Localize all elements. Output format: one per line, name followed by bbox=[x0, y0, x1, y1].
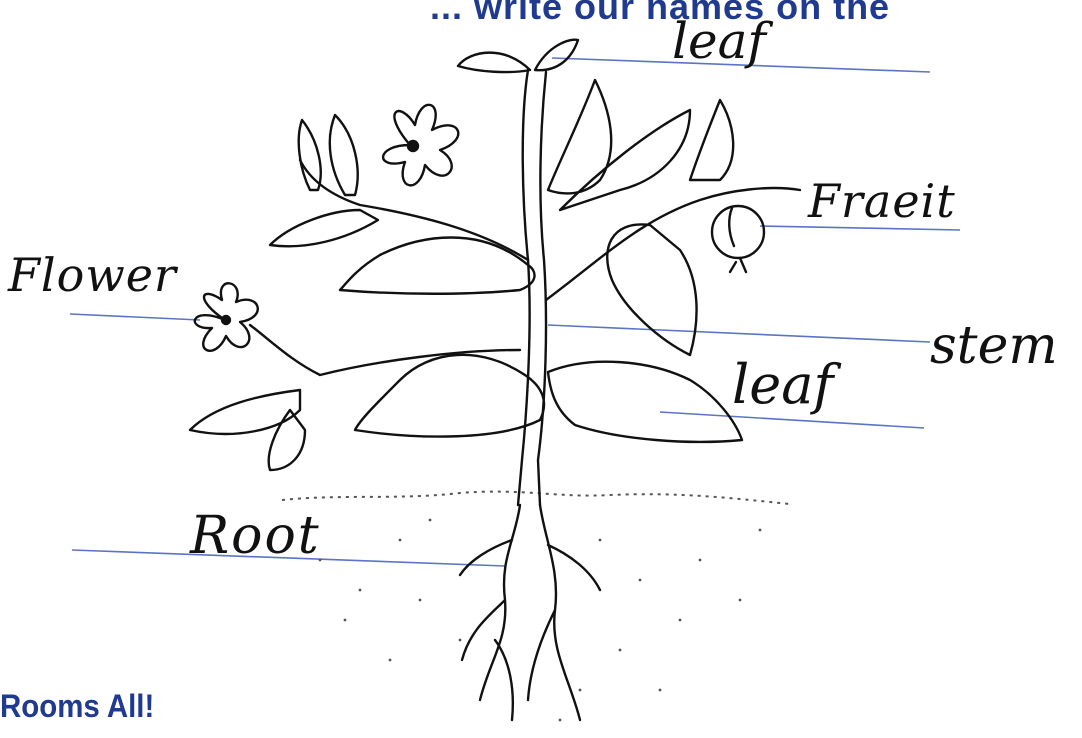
upper-flower bbox=[383, 105, 458, 186]
lower-left-leaf bbox=[190, 390, 305, 470]
label-guide-lines bbox=[70, 58, 960, 566]
upper-left-leaf bbox=[270, 210, 378, 246]
guide-line-flower bbox=[70, 314, 200, 320]
soil bbox=[282, 492, 790, 722]
upper-bud bbox=[299, 115, 358, 195]
center-right-leaf bbox=[548, 362, 742, 442]
center-left-leaf bbox=[355, 355, 544, 437]
label-stem: stem bbox=[930, 320, 1058, 372]
label-leaf-mid: leaf bbox=[732, 358, 833, 412]
roots bbox=[460, 505, 600, 720]
mid-left-leaf bbox=[340, 238, 535, 294]
stem bbox=[518, 70, 546, 505]
left-flower bbox=[195, 283, 258, 350]
label-leaf-top: leaf bbox=[672, 16, 766, 66]
upper-right-leaf bbox=[548, 80, 733, 210]
guide-line-stem bbox=[548, 325, 930, 342]
fruit bbox=[712, 206, 764, 272]
top-leaf bbox=[458, 40, 578, 72]
label-fruit: Fraeit bbox=[808, 178, 956, 224]
section-footer: Rooms All! bbox=[0, 688, 154, 725]
label-flower: Flower bbox=[8, 252, 177, 298]
left-branch-lower bbox=[250, 325, 520, 375]
label-root: Root bbox=[190, 510, 321, 562]
